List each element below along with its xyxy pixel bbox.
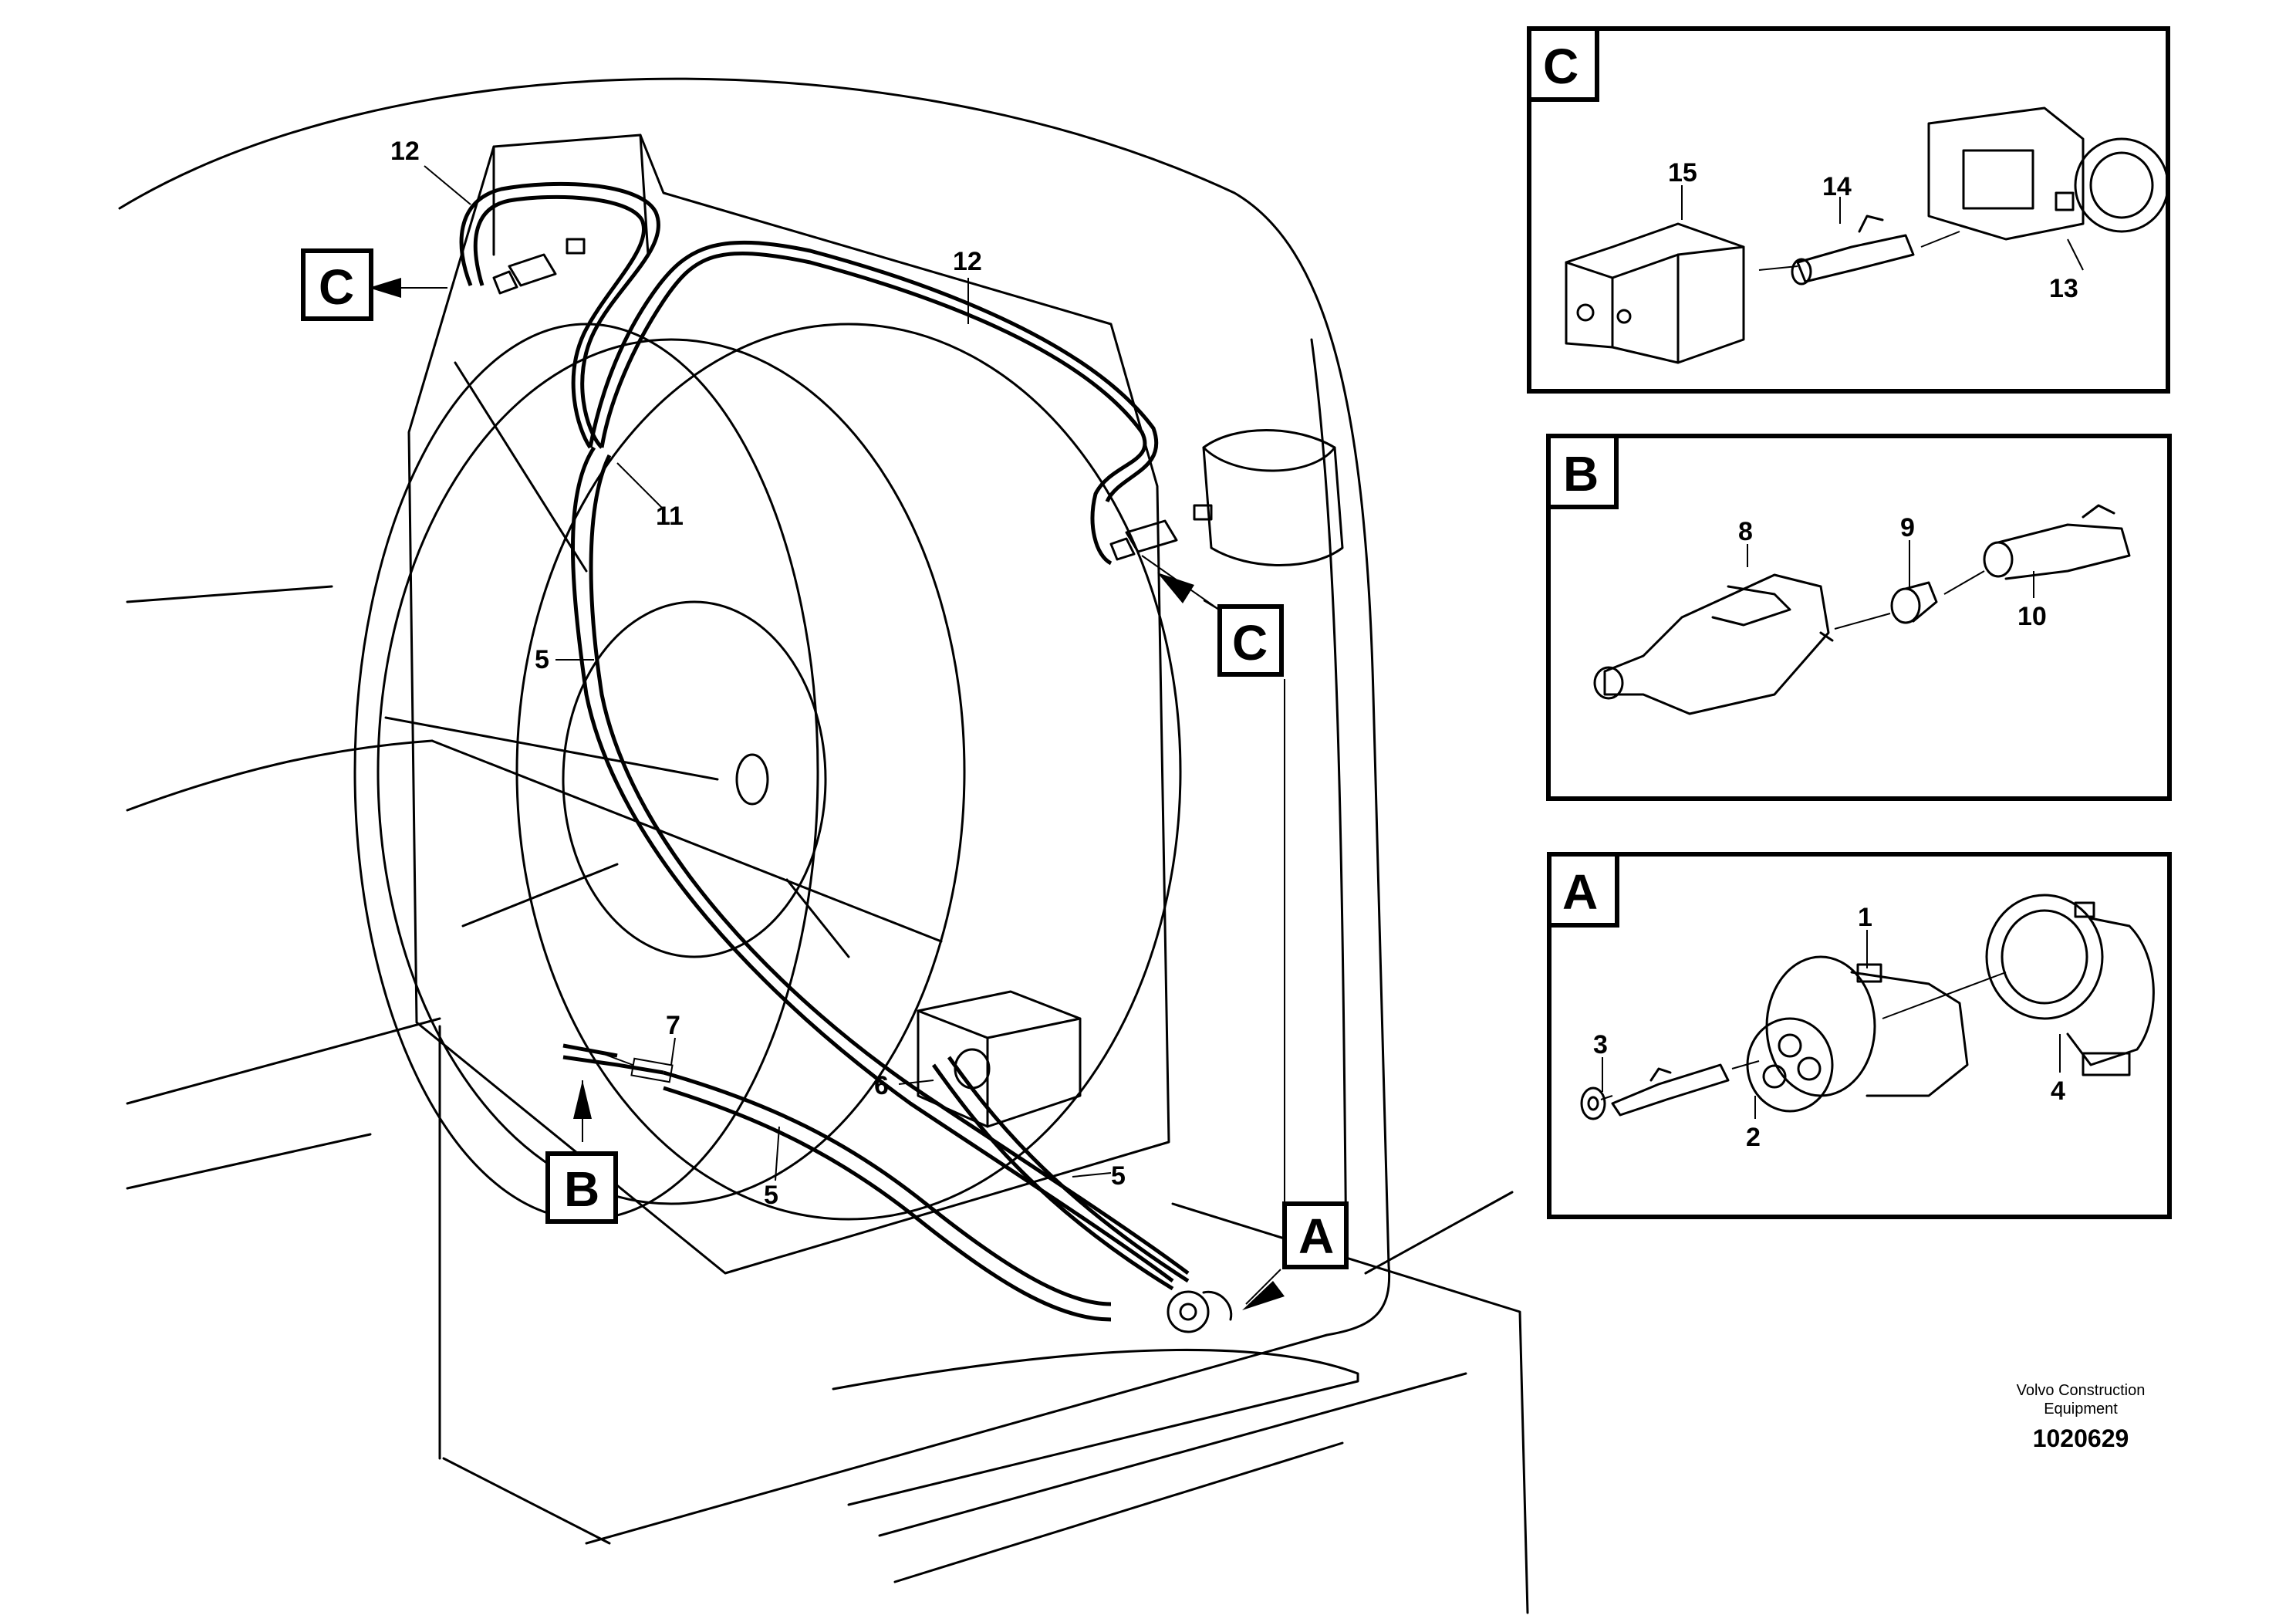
terminal-part-2: [1611, 1063, 1730, 1117]
part-8-label: 8: [1738, 517, 1753, 546]
radiator-block: [407, 133, 1170, 1275]
view-label-c-right-text: C: [1232, 615, 1268, 671]
housing-part-8: [1593, 573, 1834, 715]
part-9-label: 9: [1900, 513, 1915, 542]
callout-6: 6: [874, 1071, 889, 1100]
part-1-label: 1: [1858, 903, 1872, 932]
callout-12-top: 12: [953, 247, 982, 276]
fan-shroud: [353, 323, 1182, 1221]
terminal-part-10: [1983, 504, 2131, 580]
view-label-c-left-text: C: [319, 259, 354, 315]
terminal-part-14: [1791, 215, 1915, 286]
elbow-part-4: [1985, 894, 2155, 1076]
callout-7: 7: [666, 1011, 680, 1040]
detail-c-label: C: [1543, 39, 1578, 94]
control-box: [917, 990, 1082, 1128]
connector-c-left: [492, 238, 586, 295]
part-13-label: 13: [2049, 274, 2078, 303]
callout-11: 11: [656, 502, 684, 531]
wiring-harness: [459, 181, 1190, 1322]
part-2-label: 2: [1746, 1123, 1761, 1152]
detail-a-label: A: [1562, 864, 1598, 920]
credit-line-1: Volvo Construction: [2017, 1382, 2146, 1399]
part-14-label: 14: [1822, 172, 1852, 201]
part-3-label: 3: [1593, 1030, 1608, 1059]
callout-5-right: 5: [1111, 1161, 1126, 1191]
connector-c-right: [1109, 504, 1213, 561]
part-15-label: 15: [1668, 158, 1697, 188]
view-label-b: B: [545, 1151, 618, 1224]
view-label-b-text: B: [564, 1161, 599, 1217]
view-label-a-text: A: [1298, 1208, 1334, 1264]
round-connector: [1167, 1290, 1233, 1333]
view-label-c-right: C: [1217, 604, 1284, 677]
view-label-a: A: [1282, 1201, 1349, 1269]
credit-line-2: Equipment: [2044, 1401, 2118, 1418]
housing-part-15: [1565, 222, 1745, 364]
drawing-number: 1020629: [2033, 1424, 2129, 1452]
seal-part-13: [1927, 106, 2169, 241]
callout-12-left: 12: [390, 137, 420, 166]
detail-a-panel: A 1 3: [1547, 852, 2172, 1219]
seal-part-3: [1580, 1086, 1606, 1120]
housing-part-1: [1746, 955, 1969, 1113]
view-label-c-left: C: [301, 248, 373, 321]
callout-5-upper: 5: [535, 645, 549, 674]
publisher-credit: Volvo Construction Equipment 1020629: [2017, 1382, 2146, 1452]
detail-b-panel: B 8 9 10: [1546, 434, 2172, 801]
part-4-label: 4: [2051, 1076, 2065, 1106]
callout-5-lower: 5: [764, 1181, 778, 1210]
part-10-label: 10: [2017, 602, 2047, 631]
sensor-box: [1202, 429, 1344, 566]
detail-c-panel: C 15 14 13: [1527, 26, 2170, 394]
leader-lines: [424, 165, 1285, 1269]
detail-b-label: B: [1563, 446, 1599, 502]
pin-part-9: [1890, 581, 1938, 624]
view-arrows: [369, 278, 1285, 1310]
